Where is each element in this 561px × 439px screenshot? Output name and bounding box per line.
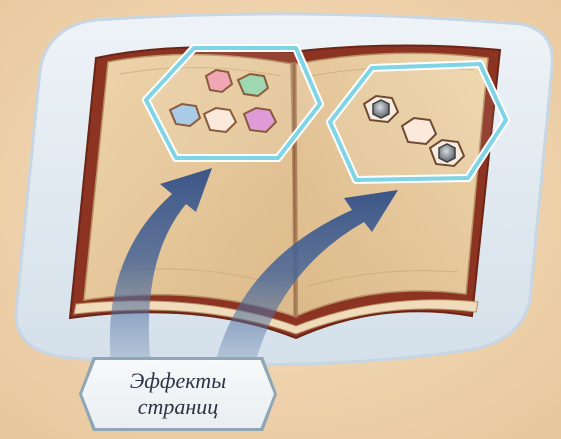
page-effects-caption: Эффекты страниц	[82, 360, 274, 428]
caption-line-2: страниц	[138, 394, 219, 420]
hex-tile-green	[238, 74, 268, 96]
hex-tile-blank	[402, 118, 436, 144]
hex-tile-blue	[170, 104, 200, 126]
gem-icon	[439, 144, 455, 162]
caption-line-1: Эффекты	[130, 368, 226, 394]
gem-icon	[373, 100, 389, 118]
